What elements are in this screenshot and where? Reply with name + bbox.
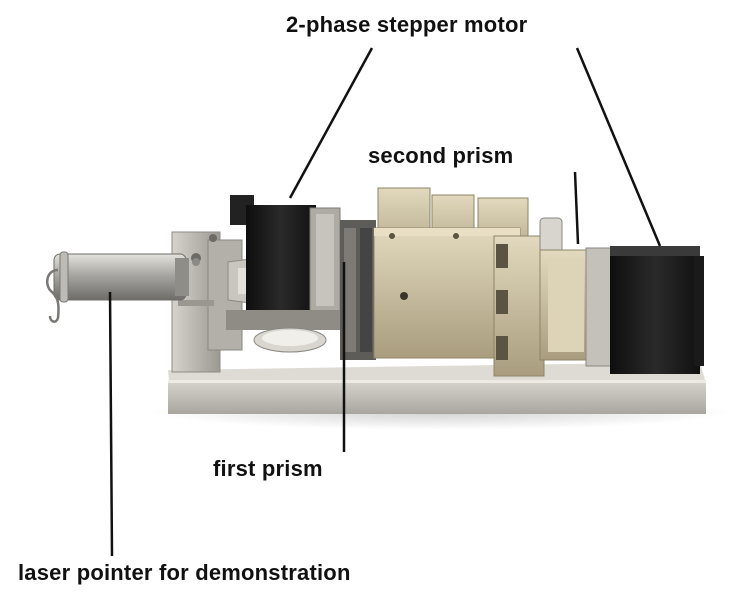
leader-line-laser — [108, 291, 114, 557]
laser-bracket — [171, 231, 243, 373]
base-plate — [168, 362, 706, 414]
label-laser-pointer: laser pointer for demonstration — [18, 560, 351, 585]
label-first-prism: first prism — [213, 456, 323, 481]
label-stepper-motor: 2-phase stepper motor — [286, 12, 528, 37]
leader-line-motor-right — [575, 47, 662, 247]
leader-line-motor-left — [288, 47, 374, 199]
second-prism-stage — [539, 217, 613, 367]
stepper-motor-right — [610, 246, 704, 374]
brass-mount — [373, 187, 545, 377]
leader-line-second-prism — [573, 171, 580, 245]
leader-lines — [108, 47, 662, 557]
laser-pointer — [45, 251, 189, 323]
stepper-motor-left — [230, 195, 341, 315]
first-prism-stage — [226, 220, 376, 360]
label-second-prism: second prism — [368, 143, 514, 168]
